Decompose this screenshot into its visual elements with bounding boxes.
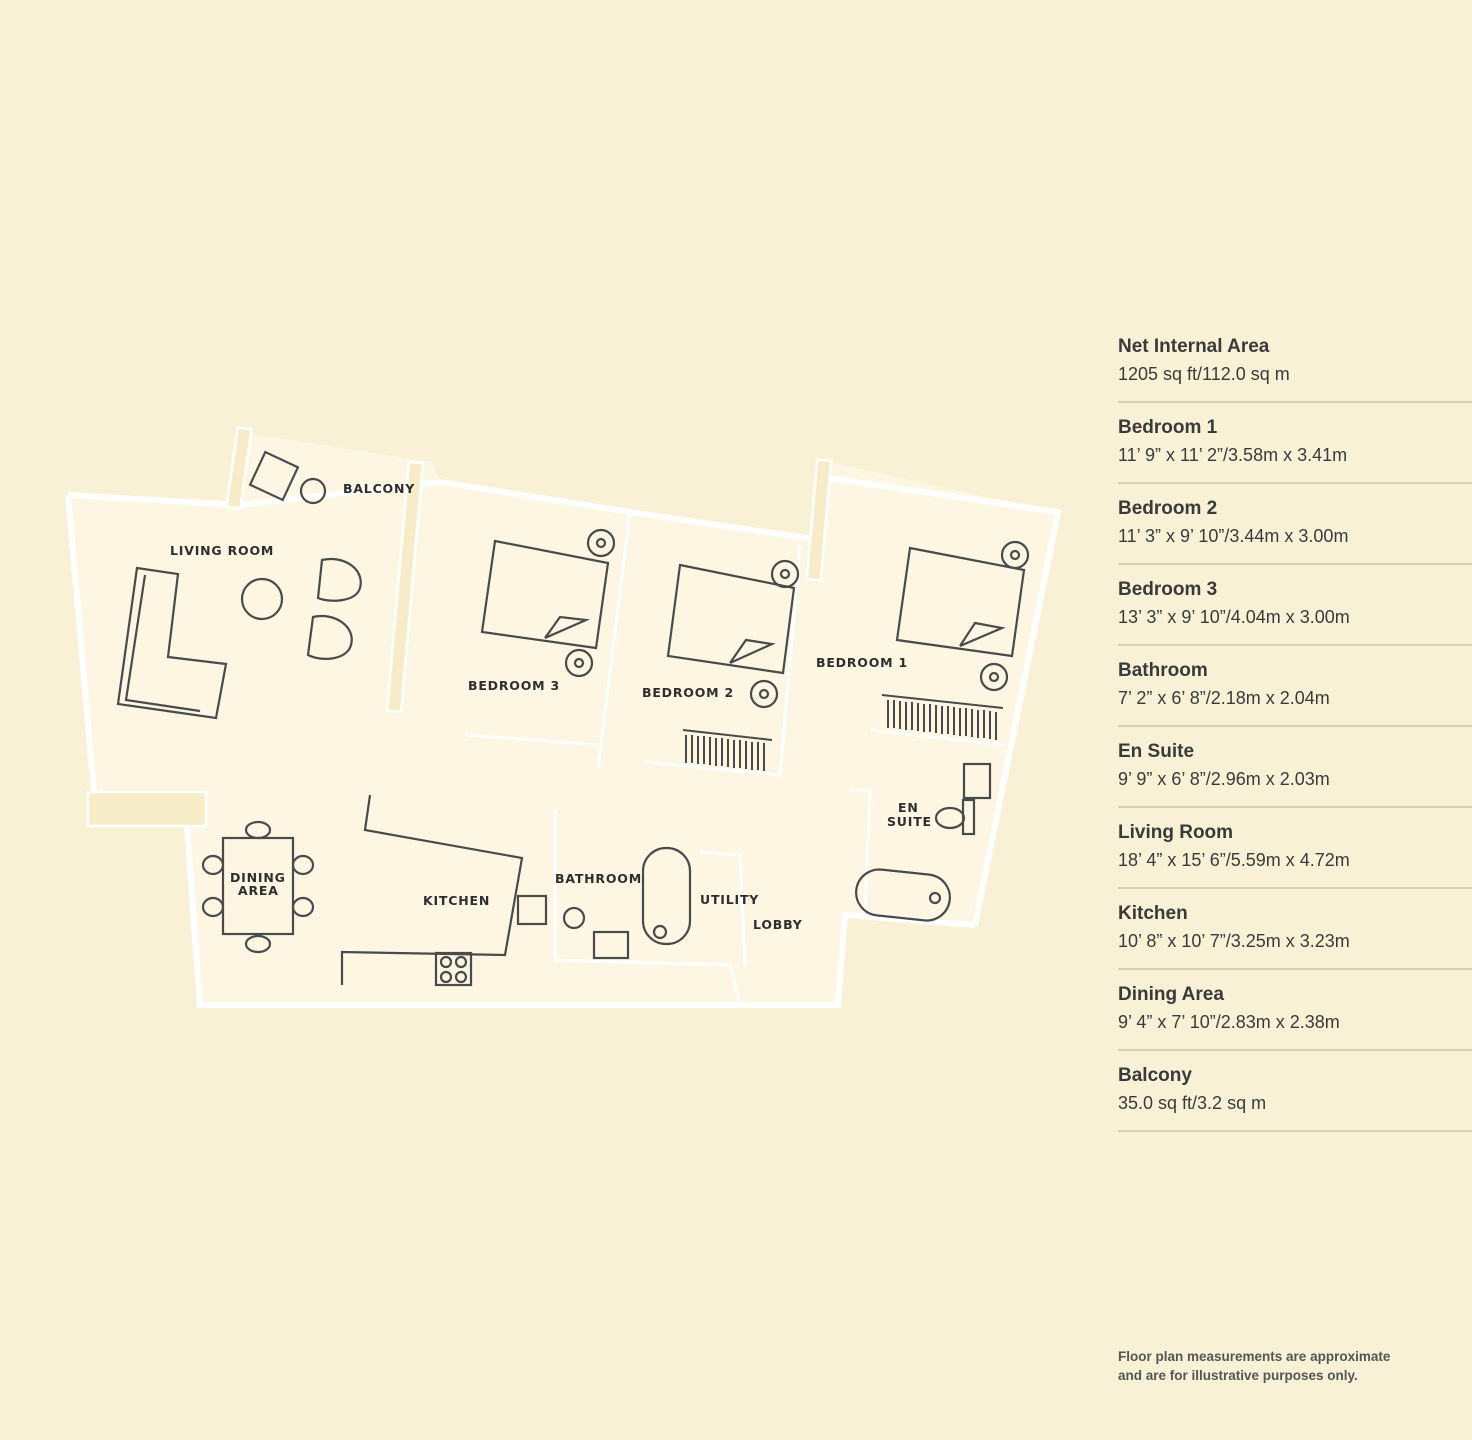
spec-value: 11’ 3” x 9’ 10”/3.44m x 3.00m bbox=[1118, 526, 1349, 546]
spec-dining-area: Dining Area 9’ 4” x 7’ 10”/2.83m x 2.38m bbox=[1118, 978, 1472, 1051]
room-label-bedroom-2: BEDROOM 2 bbox=[642, 685, 734, 700]
bed-icon bbox=[895, 540, 1030, 692]
exterior-wall bbox=[827, 475, 1062, 926]
tap-icon bbox=[652, 924, 668, 940]
spec-living-room: Living Room 18’ 4” x 15’ 6”/5.59m x 4.72m bbox=[1118, 816, 1472, 889]
spec-bathroom: Bathroom 7’ 2” x 6’ 8”/2.18m x 2.04m bbox=[1118, 654, 1472, 727]
room-label-bedroom-1: BEDROOM 1 bbox=[816, 655, 908, 670]
room-label-dining-area: AREA bbox=[238, 883, 279, 898]
tap-icon bbox=[928, 891, 942, 905]
area-specs-panel: Net Internal Area 1205 sq ft/112.0 sq m B… bbox=[1118, 330, 1472, 1140]
toilet-icon bbox=[562, 906, 586, 930]
bed-icon bbox=[480, 528, 616, 678]
kitchen-counter bbox=[340, 794, 524, 985]
interior-wall bbox=[464, 733, 601, 747]
cistern-icon bbox=[961, 798, 976, 836]
spec-value: 35.0 sq ft/3.2 sq m bbox=[1118, 1093, 1267, 1113]
sink-icon bbox=[962, 762, 992, 800]
interior-wall bbox=[869, 728, 1006, 747]
armchair-icon bbox=[306, 614, 353, 660]
wardrobe-icon bbox=[881, 694, 1004, 740]
spec-name: Net Internal Area bbox=[1118, 336, 1270, 357]
bathtub-icon bbox=[855, 868, 951, 922]
exterior-wall bbox=[182, 799, 976, 1008]
armchair-icon bbox=[316, 557, 362, 602]
partition-wall bbox=[385, 460, 425, 714]
dining-wall bbox=[86, 790, 208, 828]
spec-bedroom-2: Bedroom 2 11’ 3” x 9’ 10”/3.44m x 3.00m bbox=[1118, 492, 1472, 565]
spec-value: 13’ 3” x 9’ 10”/4.04m x 3.00m bbox=[1118, 607, 1350, 627]
room-label-en-suite: EN bbox=[898, 800, 919, 815]
interior-wall bbox=[596, 511, 632, 769]
spec-value: 10’ 8” x 10’ 7”/3.25m x 3.23m bbox=[1118, 931, 1350, 951]
room-label-lobby: LOBBY bbox=[753, 917, 803, 932]
spec-value: 7’ 2” x 6’ 8”/2.18m x 2.04m bbox=[1118, 688, 1330, 708]
balcony-chair-icon bbox=[248, 450, 300, 502]
disclaimer-line: Floor plan measurements are approximate bbox=[1118, 1349, 1391, 1364]
spec-value: 1205 sq ft/112.0 sq m bbox=[1118, 364, 1290, 384]
bathtub-icon bbox=[641, 846, 692, 946]
spec-value: 9’ 9” x 6’ 8”/2.96m x 2.03m bbox=[1118, 769, 1330, 789]
spec-bedroom-3: Bedroom 3 13’ 3” x 9’ 10”/4.04m x 3.00m bbox=[1118, 573, 1472, 646]
disclaimer-line: and are for illustrative purposes only. bbox=[1118, 1368, 1358, 1383]
kitchen-sink-icon bbox=[516, 894, 548, 926]
spec-name: Bedroom 1 bbox=[1118, 417, 1218, 438]
spec-net-internal-area: Net Internal Area 1205 sq ft/112.0 sq m bbox=[1118, 330, 1472, 403]
spec-value: 18’ 4” x 15’ 6”/5.59m x 4.72m bbox=[1118, 850, 1350, 870]
spec-value: 9’ 4” x 7’ 10”/2.83m x 2.38m bbox=[1118, 1012, 1340, 1032]
spec-name: En Suite bbox=[1118, 741, 1195, 762]
spec-name: Dining Area bbox=[1118, 984, 1224, 1005]
coffee-table-icon bbox=[240, 577, 284, 621]
spec-name: Bedroom 2 bbox=[1118, 498, 1218, 519]
balcony-wall bbox=[225, 426, 253, 510]
exterior-wall bbox=[67, 478, 821, 543]
interior-wall bbox=[699, 850, 747, 966]
exterior-wall bbox=[65, 494, 98, 806]
sofa-icon bbox=[116, 566, 228, 720]
room-label-en-suite: SUITE bbox=[887, 814, 932, 829]
room-label-bedroom-3: BEDROOM 3 bbox=[468, 678, 560, 693]
bed-icon bbox=[666, 559, 800, 709]
spec-balcony: Balcony 35.0 sq ft/3.2 sq m bbox=[1118, 1059, 1472, 1132]
disclaimer: Floor plan measurements are approximate … bbox=[1118, 1347, 1390, 1385]
spec-value: 11’ 9” x 11’ 2”/3.58m x 3.41m bbox=[1118, 445, 1348, 465]
interior-wall bbox=[644, 544, 802, 777]
wardrobe-icon bbox=[682, 729, 773, 771]
dining-chair-icon bbox=[201, 820, 315, 954]
spec-name: Kitchen bbox=[1118, 903, 1188, 924]
spec-name: Living Room bbox=[1118, 822, 1234, 843]
room-label-utility: UTILITY bbox=[700, 892, 759, 907]
room-label-dining-area: DINING bbox=[230, 870, 286, 885]
basin-icon bbox=[592, 930, 630, 960]
room-label-living-room: LIVING ROOM bbox=[170, 543, 274, 558]
room-label-balcony: BALCONY bbox=[343, 481, 415, 496]
balcony-table-icon bbox=[299, 477, 327, 505]
spec-bedroom-1: Bedroom 1 11’ 9” x 11’ 2”/3.58m x 3.41m bbox=[1118, 411, 1472, 484]
room-label-bathroom: BATHROOM bbox=[555, 871, 642, 886]
spec-name: Balcony bbox=[1118, 1065, 1192, 1086]
hob-burner-icon bbox=[439, 955, 468, 984]
spec-en-suite: En Suite 9’ 9” x 6’ 8”/2.96m x 2.03m bbox=[1118, 735, 1472, 808]
spec-name: Bathroom bbox=[1118, 660, 1208, 681]
spec-name: Bedroom 3 bbox=[1118, 579, 1218, 600]
room-label-kitchen: KITCHEN bbox=[423, 893, 490, 908]
hob-icon bbox=[434, 951, 473, 987]
partition-wall bbox=[805, 458, 833, 582]
interior-wall bbox=[553, 810, 742, 1006]
spec-kitchen: Kitchen 10’ 8” x 10’ 7”/3.25m x 3.23m bbox=[1118, 897, 1472, 970]
